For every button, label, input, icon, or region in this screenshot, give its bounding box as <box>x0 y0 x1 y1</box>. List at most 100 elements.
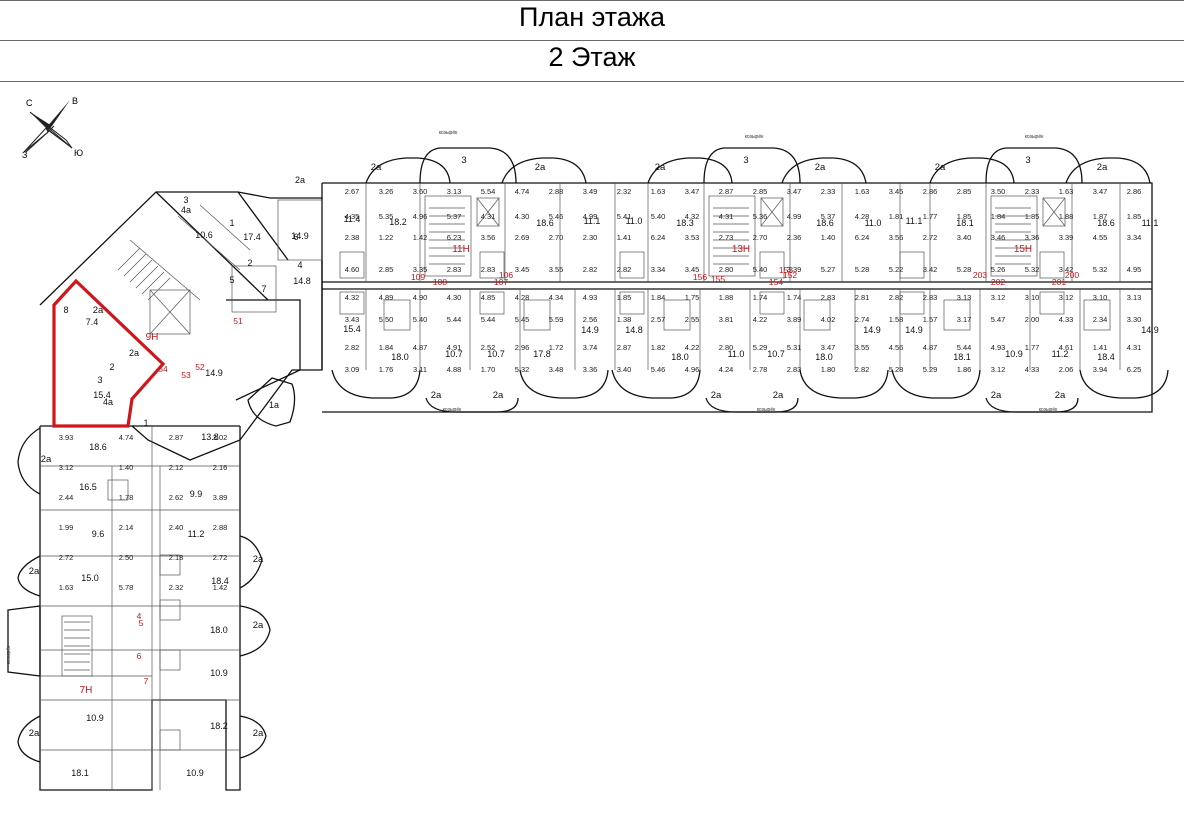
dimension-label: 2.56 <box>583 315 598 324</box>
dimension-label: 2.87 <box>719 187 734 196</box>
dimension-label: 4.93 <box>583 293 598 302</box>
dimension-label: 4.56 <box>889 343 904 352</box>
dimension-label: 5.46 <box>651 365 666 374</box>
dimension-label: 3.12 <box>991 365 1006 374</box>
dimension-label: 2.32 <box>617 187 632 196</box>
dimension-label: 1.88 <box>719 293 734 302</box>
room-area: 11.0 <box>865 218 882 228</box>
room-number: 108 <box>433 277 447 287</box>
dimension-label: 1.78 <box>119 493 134 502</box>
dimension-label: 3.47 <box>821 343 836 352</box>
dimension-label: 4.61 <box>1059 343 1074 352</box>
dimension-label: 1.38 <box>617 315 632 324</box>
dimension-label: 2.85 <box>957 187 972 196</box>
dimension-label: 3.56 <box>889 233 904 242</box>
dimension-label: 2.14 <box>119 523 134 532</box>
dimension-label: 3.26 <box>379 187 394 196</box>
dimension-label: 5.44 <box>447 315 462 324</box>
dimension-label: 1.84 <box>651 293 666 302</box>
dimension-label: 3.56 <box>481 233 496 242</box>
core-tag: 3 <box>1025 155 1030 166</box>
room-area: 11.0 <box>728 349 745 359</box>
dimension-label: 3.02 <box>213 433 228 442</box>
dimension-label: 2.00 <box>1025 315 1040 324</box>
dimension-label: 3.12 <box>1059 293 1074 302</box>
dimension-label: 3.36 <box>583 365 598 374</box>
canopy-label: козырёк <box>1039 407 1058 413</box>
dimension-label: 4.31 <box>1127 343 1142 352</box>
dimension-label: 5.59 <box>549 315 564 324</box>
dimension-label: 5.47 <box>991 315 1006 324</box>
room-area: 18.6 <box>1097 218 1115 228</box>
room-area: 14.9 <box>205 368 223 378</box>
room-area: 9.6 <box>92 529 105 539</box>
dimension-label: 5.28 <box>855 265 870 274</box>
compass-north: С <box>26 98 33 108</box>
dimension-label: 3.45 <box>685 265 700 274</box>
dimension-label: 5.28 <box>889 365 904 374</box>
room-area: 10.9 <box>86 713 104 723</box>
dimension-label: 5.32 <box>1093 265 1108 274</box>
dimension-label: 2.82 <box>345 343 360 352</box>
room-area: 14.9 <box>863 325 881 335</box>
dimension-label: 3.39 <box>787 265 802 274</box>
room-tag: 2а <box>295 175 305 185</box>
room-tag: 1 <box>229 218 234 228</box>
dimension-label: 2.85 <box>753 187 768 196</box>
dimension-label: 4.35 <box>345 212 360 221</box>
room-number: 154 <box>769 277 783 287</box>
room-area: 10.9 <box>210 668 228 678</box>
dimension-label: 5.44 <box>957 343 972 352</box>
room-area: 15.4 <box>343 324 361 334</box>
room-area: 18.1 <box>953 352 971 362</box>
dimension-label: 1.76 <box>379 365 394 374</box>
dimension-label: 4.87 <box>413 343 428 352</box>
dimension-label: 2.06 <box>1059 365 1074 374</box>
room-area: 14.9 <box>291 231 309 241</box>
dimension-label: 3.17 <box>957 315 972 324</box>
dimension-label: 2.70 <box>753 233 768 242</box>
dimension-label: 2.32 <box>169 583 184 592</box>
dimension-label: 3.47 <box>787 187 802 196</box>
dimension-label: 2.74 <box>855 315 870 324</box>
dimension-label: 3.13 <box>957 293 972 302</box>
dimension-label: 4.24 <box>719 365 734 374</box>
dimension-label: 5.44 <box>481 315 496 324</box>
dimension-label: 6.23 <box>447 233 462 242</box>
dimension-label: 5.29 <box>923 365 938 374</box>
room-number: 201 <box>1052 277 1066 287</box>
dimension-label: 5.27 <box>821 265 836 274</box>
dimension-label: 2.57 <box>651 315 666 324</box>
bay-tag: 2а <box>711 390 722 401</box>
dimension-label: 1.63 <box>1059 187 1074 196</box>
dimension-label: 5.32 <box>515 365 530 374</box>
dimension-label: 2.33 <box>821 187 836 196</box>
room-area: 18.6 <box>816 218 834 228</box>
dimension-label: 5.46 <box>549 212 564 221</box>
unit-label: 13Н <box>732 244 750 255</box>
dimension-label: 3.34 <box>651 265 666 274</box>
room-tag: 5 <box>229 275 234 285</box>
dimension-label: 5.37 <box>821 212 836 221</box>
dimension-label: 5.40 <box>413 315 428 324</box>
bay-tag: 2а <box>773 390 784 401</box>
room-area: 18.2 <box>210 721 228 731</box>
dimension-label: 2.88 <box>213 523 228 532</box>
unit-label: 15Н <box>1014 244 1032 255</box>
room-area: 7.4 <box>86 317 99 327</box>
dimension-label: 3.34 <box>1127 233 1142 242</box>
dimension-label: 3.74 <box>583 343 598 352</box>
dimension-label: 4.55 <box>1093 233 1108 242</box>
dimension-label: 2.82 <box>855 365 870 374</box>
dimension-label: 1.58 <box>889 315 904 324</box>
dimension-label: 6.24 <box>651 233 666 242</box>
core-tag: 3 <box>461 155 466 166</box>
dimension-label: 1.77 <box>923 212 938 221</box>
compass-rose-icon: С В Ю З <box>22 96 83 160</box>
room-area: 14.9 <box>581 325 599 335</box>
dimension-label: 3.36 <box>1025 233 1040 242</box>
dimension-label: 5.54 <box>481 187 496 196</box>
bay-tag: 2а <box>29 566 40 577</box>
